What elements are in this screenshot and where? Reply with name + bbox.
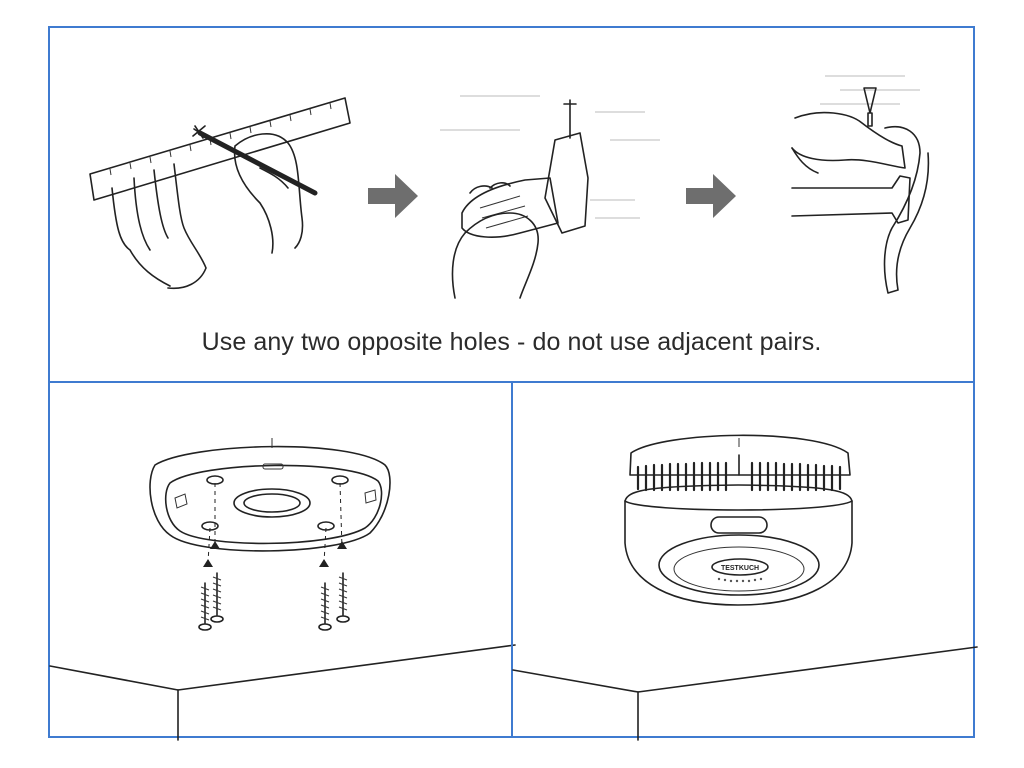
installed-detector-illustration: TESTKUCH (512, 434, 978, 741)
insert-arrows (203, 541, 347, 567)
ceiling-corner-lines (49, 644, 516, 741)
screw-guide-lines (207, 482, 343, 564)
ceiling-corner-lines-right (512, 646, 978, 741)
step-2-drill-illustration (440, 95, 660, 299)
steps-panel: Use any two opposite holes - do not use … (48, 26, 975, 383)
brand-badge (711, 558, 769, 576)
brand-label: TESTKUCH (721, 565, 759, 572)
steps-illustration (89, 75, 930, 299)
screws (198, 572, 350, 631)
mounting-plate (149, 438, 391, 552)
instruction-caption: Use any two opposite holes - do not use … (201, 328, 822, 356)
step-arrow-2-icon (686, 174, 736, 218)
mounting-plate-illustration (49, 438, 516, 741)
installed-detector-panel: TESTKUCH (511, 381, 978, 741)
test-button-icon (710, 516, 768, 534)
step-3-hammer-anchor-illustration (791, 75, 930, 294)
smoke-detector: TESTKUCH (624, 434, 853, 606)
mounting-plate-panel (48, 381, 516, 741)
step-arrow-1-icon (368, 174, 418, 218)
step-1-mark-ruler-illustration (89, 97, 351, 290)
